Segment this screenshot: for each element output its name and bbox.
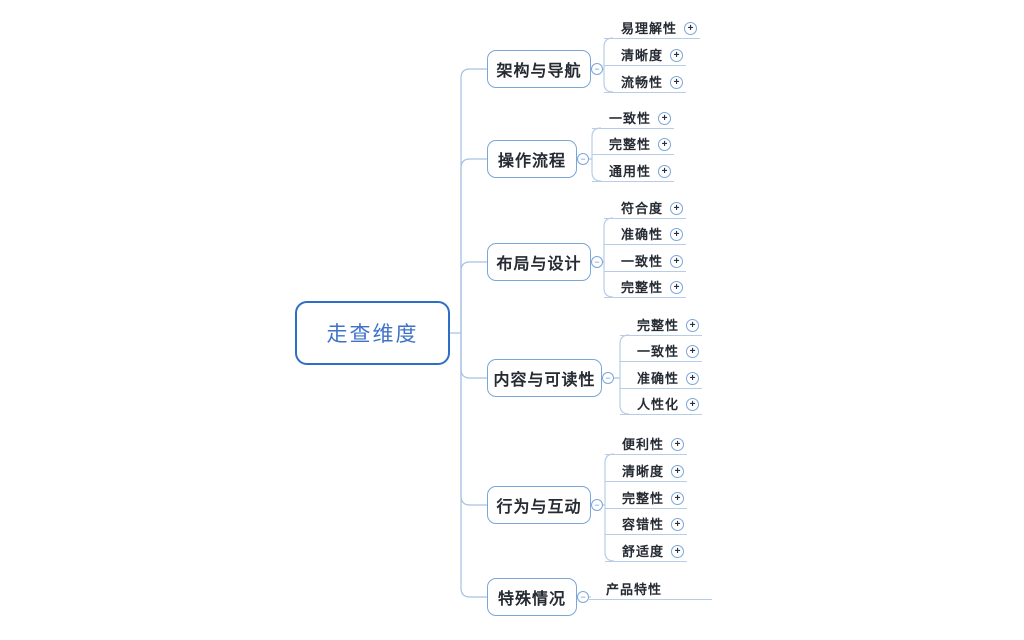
branch-topic[interactable]: 操作流程 [487,140,577,178]
child-topic-label: 完整性 [609,137,652,152]
child-topic[interactable]: 准确性 + [604,222,687,245]
branch-topic[interactable]: 行为与互动 [487,486,591,524]
child-topic[interactable]: 易理解性 + [604,16,700,39]
branch-topic[interactable]: 布局与设计 [487,243,591,281]
central-topic[interactable]: 走查维度 [295,301,450,365]
child-topic-label: 准确性 [621,227,664,242]
child-topic[interactable]: 准确性 + [620,366,703,389]
child-topic-label: 一致性 [621,254,664,269]
child-topic-label: 完整性 [637,318,680,333]
child-topic-label: 准确性 [637,371,680,386]
child-topic[interactable]: 完整性 + [605,486,688,509]
child-topic[interactable]: 完整性 + [604,275,687,298]
collapse-button[interactable]: − [591,256,603,268]
child-topic[interactable]: 清晰度 + [604,43,687,66]
collapse-button[interactable]: − [591,499,603,511]
expand-button[interactable]: + [670,76,684,89]
child-topic-label: 通用性 [609,164,652,179]
expand-button[interactable]: + [686,319,700,332]
expand-button[interactable]: + [686,345,700,358]
collapse-button[interactable]: − [591,63,603,75]
child-topic-label: 完整性 [621,280,664,295]
child-topic[interactable]: 符合度 + [604,196,687,219]
branch-topic[interactable]: 架构与导航 [487,50,591,88]
child-topic[interactable]: 一致性 + [620,339,703,362]
child-topic[interactable]: 流畅性 + [604,70,687,93]
expand-button[interactable]: + [670,49,684,62]
child-topic-label: 清晰度 [621,48,664,63]
expand-button[interactable]: + [670,281,684,294]
child-topic-label: 产品特性 [606,582,663,597]
child-topic[interactable]: 一致性 + [592,106,675,129]
child-topic-label: 完整性 [622,491,665,506]
expand-button[interactable]: + [671,545,685,558]
branch-topic[interactable]: 特殊情况 [487,578,577,616]
expand-button[interactable]: + [658,112,672,125]
expand-button[interactable]: + [658,165,672,178]
child-topic[interactable]: 便利性 + [605,432,688,455]
child-topic-label: 符合度 [621,201,664,216]
expand-button[interactable]: + [671,492,685,505]
expand-button[interactable]: + [686,372,700,385]
expand-button[interactable]: + [686,398,700,411]
child-topic[interactable]: 一致性 + [604,249,687,272]
child-topic[interactable]: 产品特性 [589,577,712,600]
expand-button[interactable]: + [684,22,698,35]
child-topic-label: 一致性 [637,344,680,359]
child-topic[interactable]: 容错性 + [605,512,688,535]
expand-button[interactable]: + [671,518,685,531]
expand-button[interactable]: + [671,465,685,478]
expand-button[interactable]: + [670,228,684,241]
child-topic-label: 清晰度 [622,464,665,479]
child-topic[interactable]: 通用性 + [592,159,675,182]
child-topic-label: 流畅性 [621,75,664,90]
child-topic[interactable]: 完整性 + [592,132,675,155]
child-topic-label: 舒适度 [622,544,665,559]
collapse-button[interactable]: − [577,153,589,165]
expand-button[interactable]: + [671,438,685,451]
child-topic-label: 一致性 [609,111,652,126]
child-topic[interactable]: 完整性 + [620,313,703,336]
child-topic-label: 容错性 [622,517,665,532]
child-topic[interactable]: 舒适度 + [605,539,688,562]
child-topic[interactable]: 清晰度 + [605,459,688,482]
collapse-button[interactable]: − [577,591,589,603]
child-topic[interactable]: 人性化 + [620,392,703,415]
expand-button[interactable]: + [670,202,684,215]
child-topic-label: 便利性 [622,437,665,452]
expand-button[interactable]: + [670,255,684,268]
collapse-button[interactable]: − [602,372,614,384]
child-topic-label: 人性化 [637,397,680,412]
child-topic-label: 易理解性 [621,21,678,36]
branch-topic[interactable]: 内容与可读性 [487,359,602,397]
expand-button[interactable]: + [658,138,672,151]
